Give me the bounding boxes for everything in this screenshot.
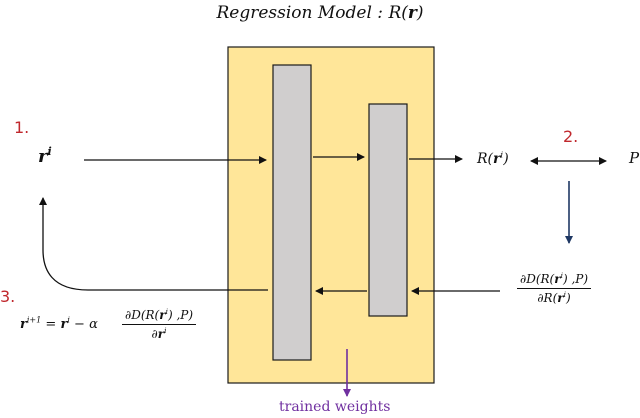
gradient-fraction: ∂D(R(ri) ,P) ∂R(ri) [517, 271, 592, 305]
update-loop-arrow [39, 197, 268, 291]
step-2-number: 2. [563, 127, 579, 146]
layer-2 [368, 103, 408, 317]
update-rule-lhs: ri+1 = ri − α [20, 315, 98, 332]
layer-1 [272, 64, 312, 361]
update-rule-fraction: ∂D(R(ri) ,P) ∂ri [122, 307, 197, 341]
update-rule-fraction-bar [122, 324, 197, 325]
gradient-numerator: ∂D(R(ri) ,P) [520, 271, 589, 286]
update-rule-numerator: ∂D(R(ri) ,P) [125, 307, 194, 322]
update-rule-denominator: ∂ri [151, 326, 167, 341]
step-3-number: 3. [0, 287, 16, 306]
model-title: Regression Model : R(r) [0, 3, 640, 23]
step-1-number: 1. [14, 118, 30, 137]
target-p-label: P [629, 149, 640, 167]
input-r-i: ri [38, 145, 52, 167]
gradient-fraction-bar [517, 288, 592, 289]
model-title-text: Regression Model : R(r) [216, 3, 424, 23]
model-output-label: R(ri) [477, 150, 509, 167]
gradient-denominator: ∂R(ri) [537, 290, 571, 305]
trained-weights-label: trained weights [279, 399, 391, 415]
